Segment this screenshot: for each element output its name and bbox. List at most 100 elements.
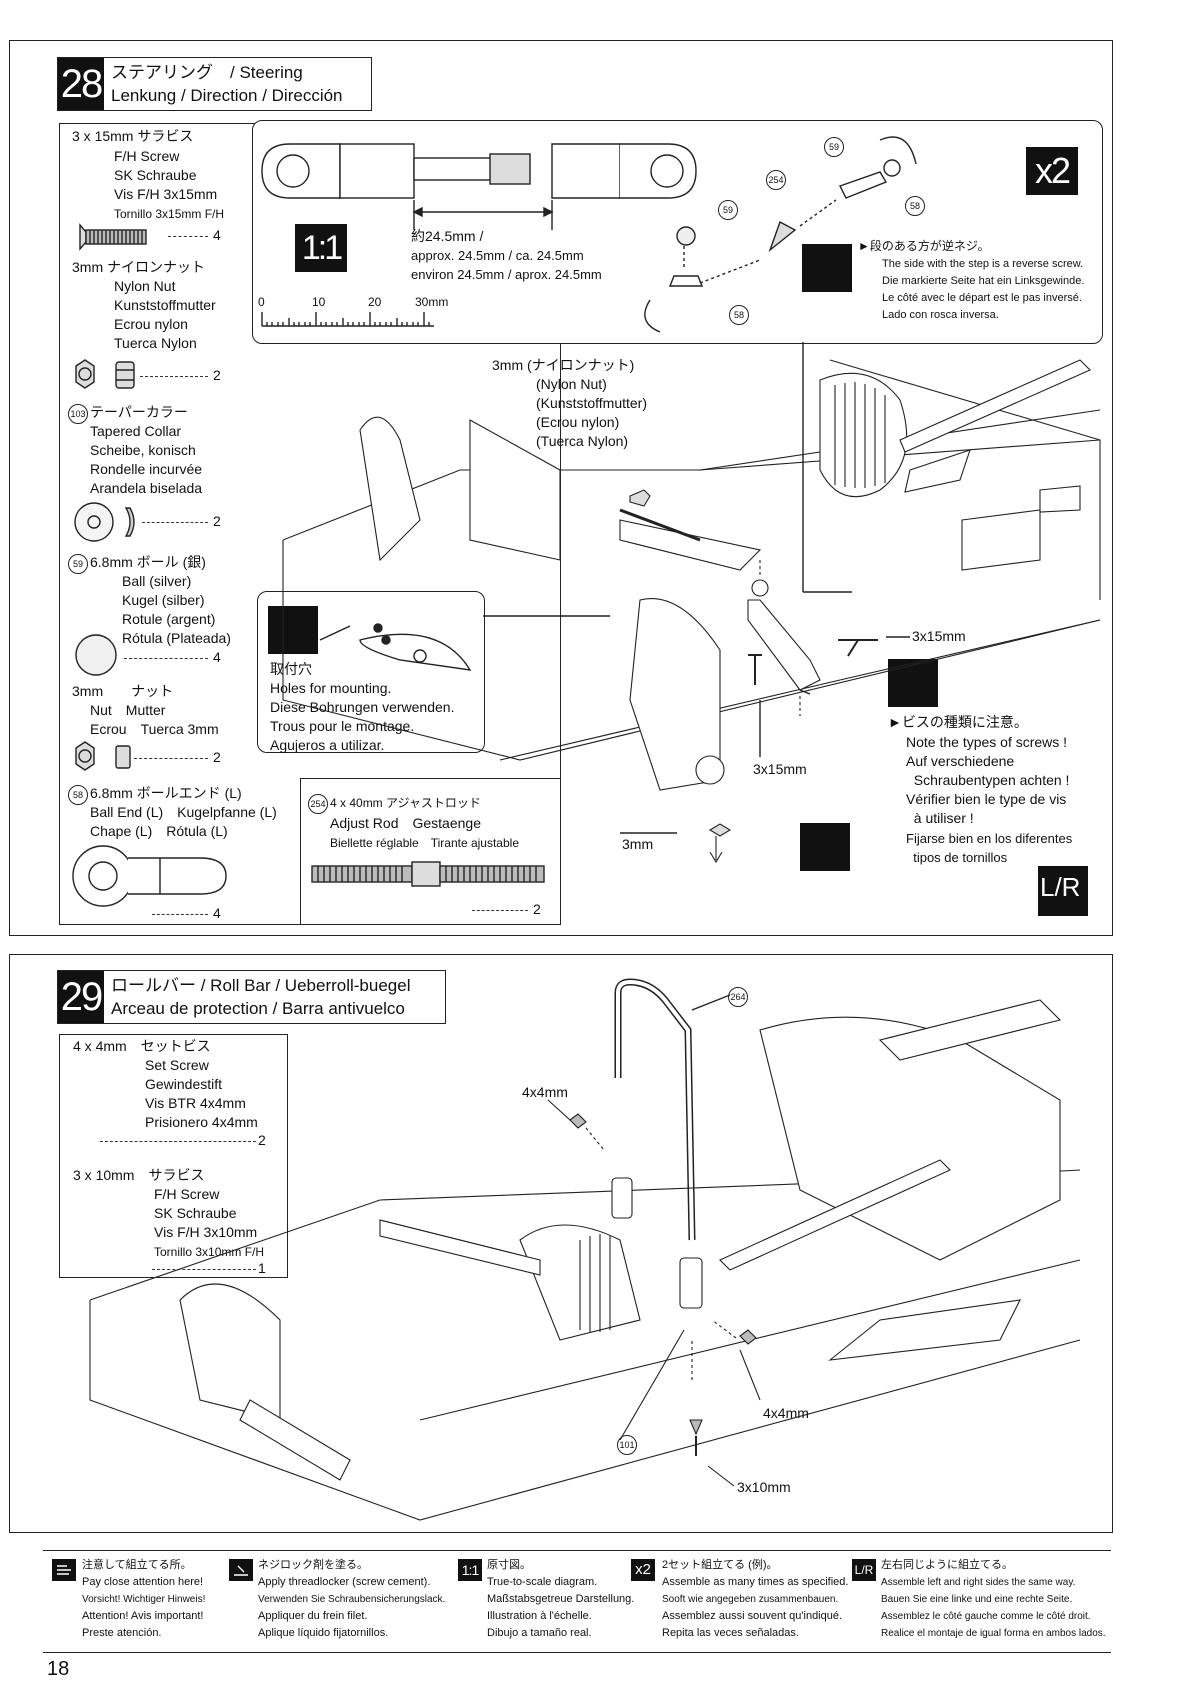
ruler-label-0: 0: [258, 295, 265, 309]
legend-3-line-5: Dibujo a tamaño real.: [487, 1627, 592, 1639]
step-29-title-1: ロールバー / Roll Bar / Ueberroll-buegel: [111, 976, 411, 995]
callout-58-bottom: 58: [729, 305, 749, 325]
part-nut-line-1: 3mm ナット: [72, 683, 174, 699]
screw-type-note-8: tipos de tornillos: [906, 850, 1008, 865]
legend-2-line-1: ネジロック剤を塗る。: [258, 1559, 368, 1571]
part-ball-line-4: Rotule (argent): [122, 611, 216, 627]
drawing-collar-callout: 103: [693, 659, 713, 679]
drawing-nylon-nut-3: (Kunststoffmutter): [536, 395, 648, 411]
nut-qty: 2: [213, 749, 221, 765]
scale-1-1-icon: 1:1: [295, 224, 347, 272]
screw-type-note-2: Note the types of screws !: [906, 734, 1068, 750]
legend-1-line-1: 注意して組立てる所。: [82, 1559, 192, 1571]
reverse-note-line-1: ►段のある方が逆ネジ。: [858, 239, 990, 253]
part-ball-line-2: Ball (silver): [122, 573, 192, 589]
part-screw-line-3: SK Schraube: [114, 167, 197, 183]
part-adjust-rod-line-3: Biellette réglable Tirante ajustable: [330, 836, 519, 850]
rollbar-callout: 264: [728, 987, 748, 1007]
legend-threadlock-icon: [229, 1559, 253, 1581]
part-ball-end-line-3: Chape (L) Rótula (L): [90, 823, 228, 839]
part-nylon-nut-line-2: Nylon Nut: [114, 278, 176, 294]
part-ball-end-line-2: Ball End (L) Kugelpfanne (L): [90, 804, 277, 820]
reverse-note-line-2: The side with the step is a reverse scre…: [882, 258, 1084, 270]
legend-lr-icon: L/R: [852, 1559, 876, 1581]
label-3x10: 3x10mm: [737, 1479, 791, 1495]
legend-4-line-5: Repita las veces señaladas.: [662, 1627, 799, 1639]
fh-screw-qty: 1: [258, 1260, 266, 1276]
part-collar-line-5: Arandela biselada: [90, 480, 203, 496]
part-fh-screw-line-5: Tornillo 3x10mm F/H: [154, 1245, 265, 1259]
screw-type-note-5: Vérifier bien le type de vis: [906, 791, 1067, 807]
reverse-note-line-5: Lado con rosca inversa.: [882, 309, 999, 321]
legend-4-line-1: 2セット組立てる (例)。: [662, 1559, 778, 1571]
legend-3-line-4: Illustration à l'échelle.: [487, 1610, 592, 1622]
part-fh-screw-line-2: F/H Screw: [154, 1186, 220, 1202]
adjust-rod-qty: 2: [533, 901, 541, 917]
screw-type-note-7: Fijarse bien en los diferentes: [906, 831, 1073, 846]
part-collar-line-1: テーパーカラー: [90, 404, 188, 420]
page-number: 18: [47, 1658, 70, 1680]
holes-note-line-3: Diese Bohrungen verwenden.: [270, 699, 455, 715]
part-screw-line-5: Tornillo 3x15mm F/H: [114, 207, 225, 221]
step-28-frame: [9, 40, 1113, 936]
post-callout: 101: [617, 1435, 637, 1455]
part-set-screw-line-2: Set Screw: [145, 1057, 209, 1073]
callout-254: 254: [766, 170, 786, 190]
part-collar-line-3: Scheibe, konisch: [90, 442, 196, 458]
lr-icon-step28: L/R: [1038, 866, 1088, 916]
step-29-frame: [9, 954, 1113, 1533]
step-28-title-1: ステアリング / Steering: [111, 63, 303, 82]
lr-icon-text: L/R: [1040, 872, 1081, 902]
holes-note-line-1: 取付穴: [270, 661, 312, 677]
part-nylon-nut-line-5: Tuerca Nylon: [114, 335, 197, 351]
ball-part-number: 59: [68, 554, 88, 574]
legend-5-line-5: Realice el montaje de igual forma en amb…: [881, 1628, 1106, 1639]
legend-3-line-2: True-to-scale diagram.: [487, 1576, 598, 1588]
ball-end-qty: 4: [213, 905, 221, 921]
legend-1-line-5: Preste atención.: [82, 1627, 162, 1639]
part-set-screw-line-3: Gewindestift: [145, 1076, 223, 1092]
legend-4-line-2: Assemble as many times as specified.: [662, 1576, 849, 1588]
ruler-label-30: 30mm: [415, 295, 449, 309]
threadlock-icon-step28: [800, 823, 850, 871]
collar-qty: 2: [213, 513, 221, 529]
fh-screw-qty-leader: [152, 1269, 256, 1270]
ball-end-part-number: 58: [68, 785, 88, 805]
nylon-nut-qty: 2: [213, 367, 221, 383]
part-screw-line-1: 3 x 15mm サラビス: [72, 128, 194, 144]
scale-length-line-2: approx. 24.5mm / ca. 24.5mm: [411, 248, 584, 263]
screw-qty: 4: [213, 227, 221, 243]
ruler-label-10: 10: [312, 295, 326, 309]
part-set-screw-line-5: Prisionero 4x4mm: [145, 1114, 258, 1130]
part-nut-line-2: Nut Mutter: [90, 702, 166, 718]
part-screw-line-4: Vis F/H 3x15mm: [114, 186, 218, 202]
part-nylon-nut-line-3: Kunststoffmutter: [114, 297, 216, 313]
label-3mm-nut: 3mm: [622, 836, 654, 852]
legend-hand-point-icon: [52, 1559, 76, 1581]
scale-length-line-3: environ 24.5mm / aprox. 24.5mm: [411, 267, 602, 282]
drawing-nylon-nut-5: (Tuerca Nylon): [536, 433, 629, 449]
legend-2-line-2: Apply threadlocker (screw cement).: [258, 1576, 431, 1588]
label-4x4-right: 4x4mm: [763, 1405, 809, 1421]
legend-2-line-5: Aplique líquido fijatornillos.: [258, 1627, 389, 1639]
set-screw-qty-leader: [100, 1141, 256, 1142]
callout-58-top: 58: [905, 196, 925, 216]
legend-5-line-3: Bauen Sie eine linke und eine rechte Sei…: [881, 1594, 1073, 1605]
ball-end-qty-leader: [152, 914, 208, 915]
legend-frame: [43, 1550, 1111, 1653]
label-4x4-top: 4x4mm: [522, 1084, 568, 1100]
part-collar-line-4: Rondelle incurvée: [90, 461, 203, 477]
reverse-note-line-3: Die markierte Seite hat ein Linksgewinde…: [882, 275, 1085, 287]
label-3x15-left: 3x15mm: [753, 761, 807, 777]
part-screw-line-2: F/H Screw: [114, 148, 180, 164]
part-fh-screw-line-1: 3 x 10mm サラビス: [73, 1167, 205, 1183]
legend-scale-icon: 1:1: [458, 1559, 482, 1581]
part-ball-line-5: Rótula (Plateada): [122, 630, 231, 646]
ball-qty-leader: [124, 658, 208, 659]
legend-4-line-4: Assemblez aussi souvent qu'indiqué.: [662, 1610, 843, 1622]
adjust-rod-part-number: 254: [308, 794, 328, 814]
drawing-nylon-nut-4: (Ecrou nylon): [536, 414, 620, 430]
hand-point-icon-1: [802, 244, 852, 292]
legend-3-line-3: Maßstabsgetreue Darstellung.: [487, 1593, 635, 1605]
screw-type-note-6: à utiliser !: [906, 810, 974, 826]
